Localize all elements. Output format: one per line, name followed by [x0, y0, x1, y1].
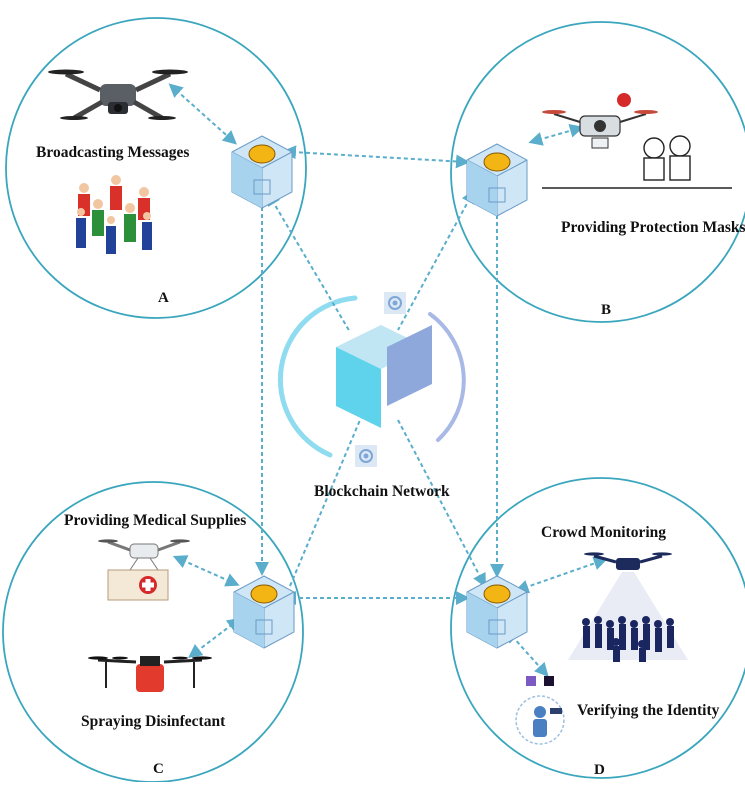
blockchain-node-icon — [233, 575, 295, 649]
label-cluster-c: C — [153, 761, 164, 777]
crowd-icon — [76, 175, 152, 254]
label-broadcasting-messages: Broadcasting Messages — [36, 144, 189, 161]
connection-arrows — [168, 83, 608, 677]
blockchain-network-emblem — [277, 292, 466, 467]
diagram-labels: Broadcasting Messages A Providing Protec… — [36, 144, 745, 778]
label-crowd-monitoring: Crowd Monitoring — [541, 524, 666, 541]
blockchain-node-icon — [466, 143, 528, 217]
label-cluster-a: A — [158, 290, 169, 306]
people-with-masks-icon — [542, 135, 732, 189]
label-spraying-disinfectant: Spraying Disinfectant — [81, 713, 226, 730]
blockchain-node-icon — [466, 575, 528, 649]
label-cluster-d: D — [594, 762, 605, 778]
label-blockchain-network: Blockchain Network — [314, 483, 450, 500]
mask-drone-icon — [542, 93, 658, 149]
label-cluster-b: B — [601, 302, 611, 318]
cluster-circle-d — [450, 477, 745, 779]
drone-icon — [48, 69, 188, 121]
label-providing-protection-masks: Providing Protection Masks — [561, 219, 745, 236]
sprayer-drone-icon — [88, 656, 212, 692]
identity-scan-icon — [515, 676, 565, 745]
label-providing-medical-supplies: Providing Medical Supplies — [64, 512, 246, 529]
label-verifying-the-identity: Verifying the Identity — [577, 702, 720, 719]
blockchain-node-icon — [231, 135, 293, 209]
medical-drone-icon — [98, 539, 190, 601]
cluster-circle-b — [450, 21, 745, 323]
crowd-silhouette-icon — [582, 616, 674, 662]
